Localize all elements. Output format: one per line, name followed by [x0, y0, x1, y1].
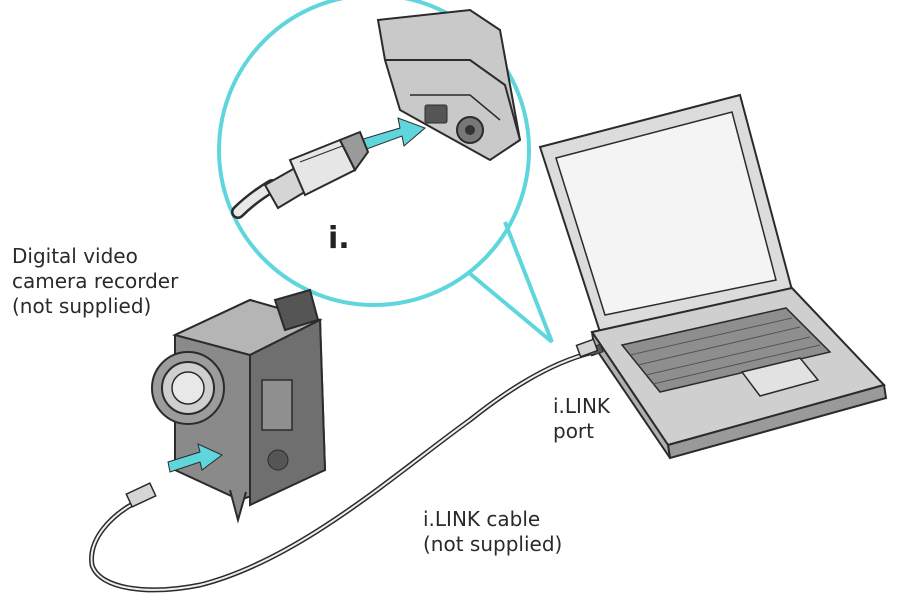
camcorder-illustration: [151, 288, 327, 524]
port-label: i.LINK port: [553, 394, 610, 444]
cable-label-line-1: i.LINK cable: [423, 507, 541, 531]
camera-label-line-2: camera recorder: [12, 269, 179, 293]
ilink-cable-highlight: [90, 351, 595, 591]
laptop-illustration: [538, 93, 888, 460]
cable-plug-laptop: [575, 338, 599, 358]
callout-plug: [231, 130, 370, 219]
camera-label-line-1: Digital video: [12, 244, 138, 268]
camera-label: Digital video camera recorder (not suppl…: [12, 244, 178, 319]
port-label-line-1: i.LINK: [553, 394, 611, 418]
callout-magnifier: i.: [217, 0, 554, 344]
camera-insert-arrow: [167, 443, 223, 473]
camera-label-line-3: (not supplied): [12, 294, 152, 318]
cable-label-line-2: (not supplied): [423, 532, 563, 556]
port-label-line-2: port: [553, 419, 594, 443]
cable-plug-camera: [125, 482, 157, 508]
callout-port-housing: [376, 8, 522, 162]
callout-insert-arrow: [359, 117, 426, 151]
cable-label: i.LINK cable (not supplied): [423, 507, 562, 557]
ilink-symbol: i.: [328, 221, 350, 256]
